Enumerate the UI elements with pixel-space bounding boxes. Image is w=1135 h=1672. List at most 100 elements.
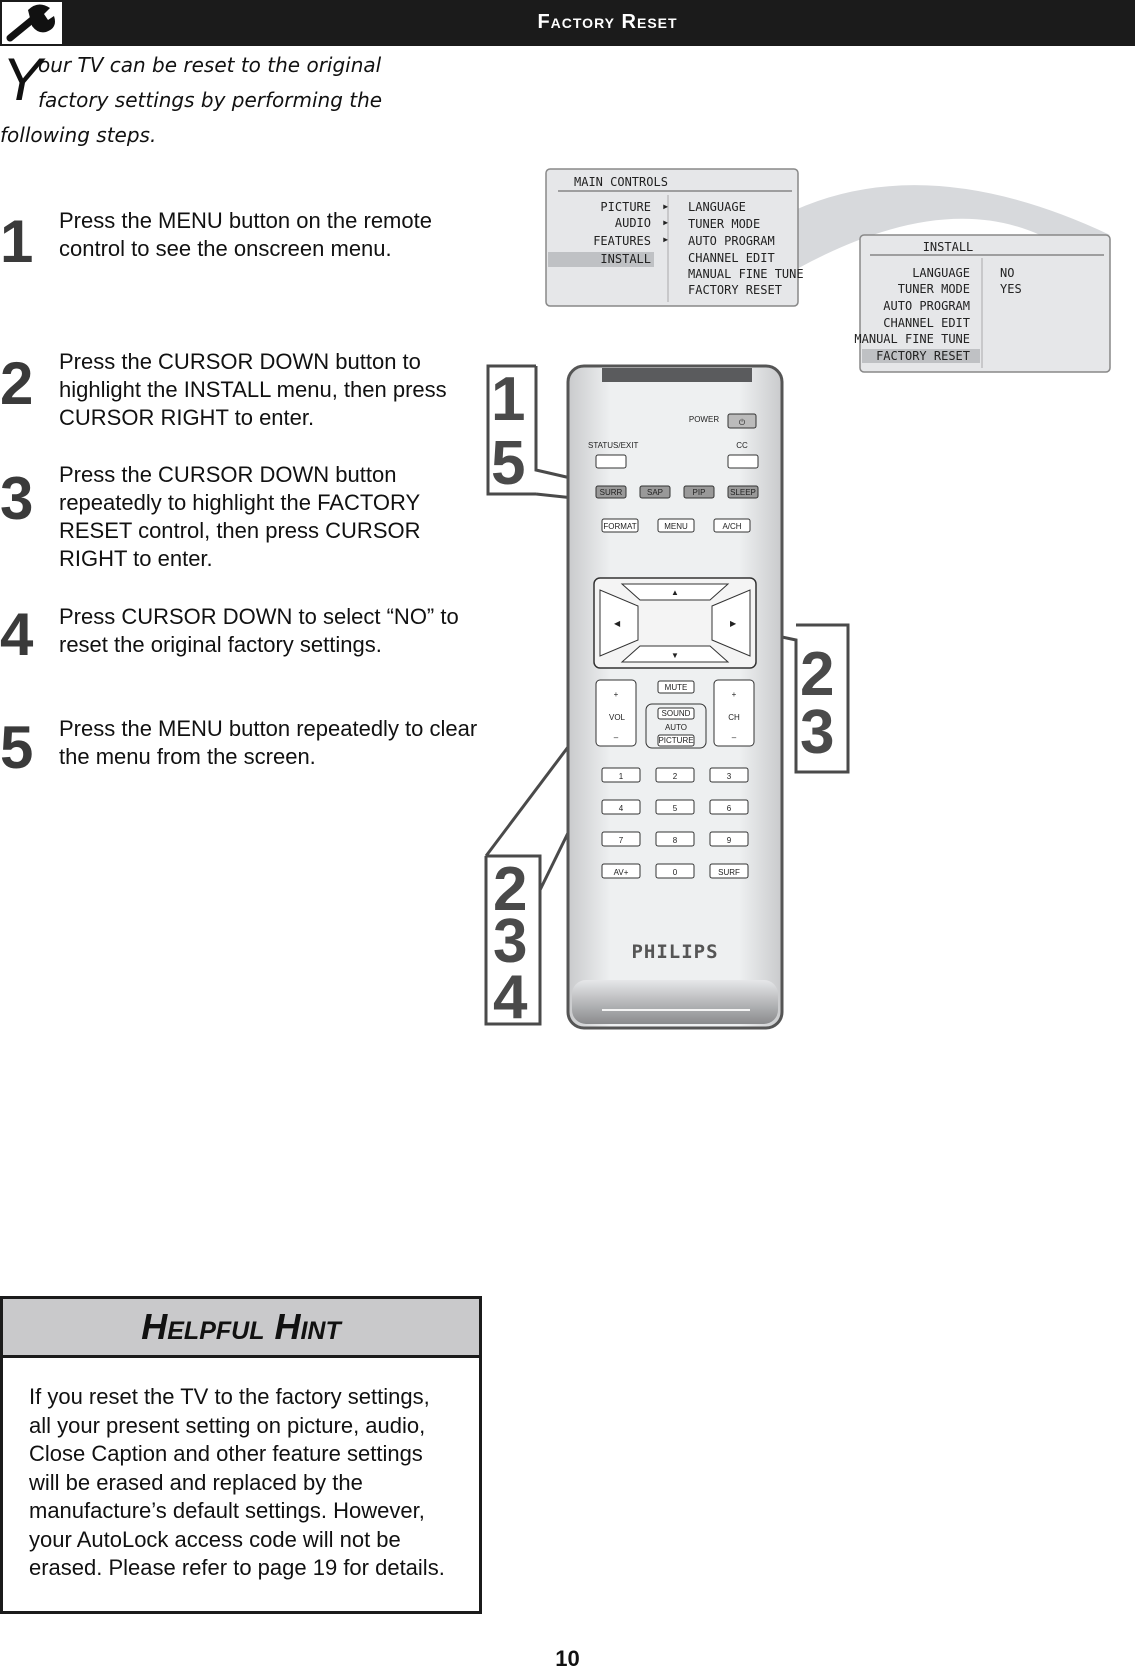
- key-label: 5: [673, 804, 678, 813]
- key-label: 8: [673, 836, 678, 845]
- arrow-right-icon: ▸: [662, 232, 669, 246]
- step-text: Press the CURSOR DOWN button to highligh…: [59, 349, 447, 430]
- remote-control: POWER ⏻ STATUS/EXIT CC SURR SAP PIP SLEE…: [566, 364, 784, 1030]
- callout-number: 2: [800, 640, 834, 709]
- menu-button[interactable]: [657, 518, 695, 533]
- page-title: Factory Reset: [537, 11, 678, 33]
- step-text: Press CURSOR DOWN to select “NO” to rese…: [59, 604, 459, 657]
- format-label: FORMAT: [603, 522, 636, 531]
- install-menu-item: MANUAL FINE TUNE: [854, 332, 970, 346]
- arrow-left-icon: ◀: [614, 619, 621, 628]
- install-option: YES: [1000, 282, 1022, 296]
- mute-label: MUTE: [665, 683, 688, 692]
- svg-text:+: +: [732, 690, 737, 699]
- av-label: AV+: [614, 868, 629, 877]
- arrow-right-icon: ▸: [662, 199, 669, 213]
- cursor-pad: [593, 577, 757, 669]
- main-submenu-item: MANUAL FINE TUNE: [688, 267, 804, 281]
- callout-number: 2: [493, 855, 527, 924]
- callout-number: 4: [493, 963, 528, 1032]
- picture-button[interactable]: [657, 734, 695, 747]
- step-number: 1: [0, 208, 34, 275]
- step-number: 2: [0, 350, 34, 417]
- install-menu-item: AUTO PROGRAM: [883, 299, 970, 313]
- key-label: 3: [727, 772, 732, 781]
- cursor-right-button[interactable]: [711, 589, 751, 657]
- cc-label: CC: [736, 441, 748, 450]
- callout-number: 3: [800, 698, 834, 767]
- format-button[interactable]: [601, 518, 639, 533]
- cc-button[interactable]: [727, 454, 759, 469]
- cursor-down-button[interactable]: [620, 645, 730, 663]
- surr-button[interactable]: [595, 485, 627, 499]
- auto-label: AUTO: [665, 723, 687, 732]
- svg-text:–: –: [614, 733, 619, 742]
- arrow-down-icon: ▼: [671, 651, 679, 660]
- key-4[interactable]: [601, 799, 641, 815]
- sound-label: SOUND: [662, 709, 691, 718]
- cursor-left-button[interactable]: [599, 589, 639, 657]
- main-submenu-item: TUNER MODE: [688, 217, 760, 231]
- key-label: 0: [673, 868, 678, 877]
- key-6[interactable]: [709, 799, 749, 815]
- status-exit-label: STATUS/EXIT: [588, 441, 638, 450]
- key-3[interactable]: [709, 767, 749, 783]
- picture-label: PICTURE: [658, 736, 693, 745]
- mute-button[interactable]: [657, 680, 695, 694]
- av-button[interactable]: [601, 863, 641, 879]
- intro-dropcap: Y: [2, 46, 43, 113]
- key-label: 4: [619, 804, 624, 813]
- number-keypad: 1 2 3 4 5 6 7 8 9 AV+ 0 SURF: [601, 767, 749, 879]
- pip-button[interactable]: [683, 485, 715, 499]
- power-label: POWER: [689, 415, 719, 424]
- sound-button[interactable]: [657, 707, 695, 720]
- pip-label: PIP: [693, 488, 706, 497]
- step-text: Press the MENU button repeatedly to clea…: [59, 716, 478, 769]
- key-5[interactable]: [655, 799, 695, 815]
- main-submenu-item: FACTORY RESET: [688, 283, 782, 297]
- install-option: NO: [1000, 266, 1014, 280]
- volume-rocker[interactable]: [595, 679, 637, 747]
- key-8[interactable]: [655, 831, 695, 847]
- main-menu-item: FEATURES: [593, 234, 651, 248]
- brand-logo: PHILIPS: [631, 941, 718, 963]
- sleep-button[interactable]: [727, 485, 759, 499]
- sap-button[interactable]: [639, 485, 671, 499]
- key-0[interactable]: [655, 863, 695, 879]
- main-submenu-item: CHANNEL EDIT: [688, 251, 775, 265]
- install-menu-item: LANGUAGE: [912, 266, 970, 280]
- channel-rocker[interactable]: [713, 679, 755, 747]
- svg-text:–: –: [732, 733, 737, 742]
- page-number: 10: [555, 1646, 580, 1671]
- step-number: 5: [0, 714, 34, 781]
- cursor-up-button[interactable]: [620, 583, 730, 601]
- power-icon: ⏻: [739, 418, 746, 427]
- ach-button[interactable]: [713, 518, 751, 533]
- key-9[interactable]: [709, 831, 749, 847]
- intro-line: our TV can be reset to the original: [38, 53, 382, 77]
- hint-text: If you reset the TV to the factory setti…: [29, 1384, 445, 1580]
- main-controls-menu: MAIN CONTROLS PICTURE AUDIO FEATURES INS…: [545, 168, 804, 307]
- menu-connector: [795, 185, 1110, 270]
- sound-picture-group: [645, 703, 707, 749]
- callout-number: 1: [491, 365, 525, 434]
- key-7[interactable]: [601, 831, 641, 847]
- surf-label: SURF: [718, 868, 740, 877]
- step-number: 4: [0, 601, 34, 668]
- header-bar: Factory Reset: [0, 0, 1135, 46]
- callout-2-3-4: 2 3 4: [484, 661, 647, 1032]
- step-text: Press the CURSOR DOWN button repeatedly …: [59, 462, 421, 571]
- wrench-icon: [0, 0, 64, 46]
- power-button[interactable]: [727, 413, 757, 429]
- main-menu-item: PICTURE: [600, 200, 651, 214]
- arrow-right-icon: ▸: [662, 215, 669, 229]
- key-label: 6: [727, 804, 732, 813]
- key-1[interactable]: [601, 767, 641, 783]
- key-2[interactable]: [655, 767, 695, 783]
- intro-line: following steps.: [0, 123, 157, 147]
- surf-button[interactable]: [709, 863, 749, 879]
- status-exit-button[interactable]: [595, 454, 627, 469]
- surr-label: SURR: [600, 488, 623, 497]
- ach-label: A/CH: [722, 522, 741, 531]
- hint-title: Helpful Hint: [3, 1299, 479, 1358]
